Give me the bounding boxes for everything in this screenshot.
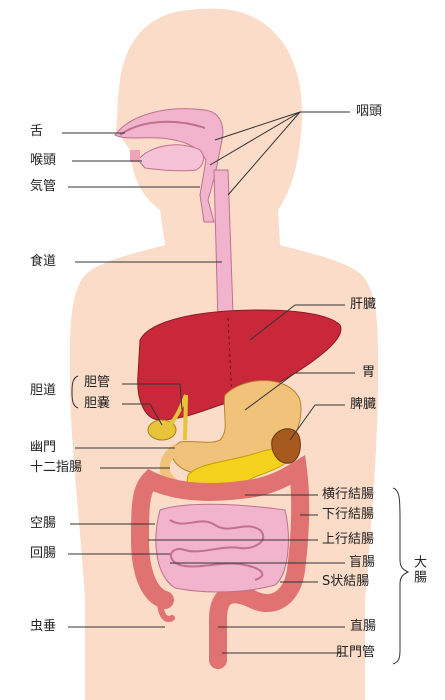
label-ascending-colon: 上行結腸 bbox=[322, 532, 375, 547]
label-pylorus: 幽門 bbox=[30, 440, 57, 455]
large-intestine-bracket bbox=[392, 487, 410, 665]
small-intestine-folds bbox=[169, 519, 265, 581]
label-liver: 肝臓 bbox=[350, 297, 377, 312]
label-biliary-tract: 胆道 bbox=[30, 383, 57, 398]
liver-midline bbox=[227, 317, 233, 401]
label-appendix: 虫垂 bbox=[30, 619, 57, 634]
label-stomach: 胃 bbox=[362, 365, 376, 380]
label-anal-canal: 肛門管 bbox=[336, 645, 376, 660]
large-intestine-tube bbox=[130, 454, 310, 669]
bile-duct-tube bbox=[168, 394, 188, 441]
palate-arch bbox=[119, 120, 206, 136]
label-ileum: 回腸 bbox=[30, 546, 57, 561]
label-larynx: 喉頭 bbox=[30, 153, 57, 168]
lips bbox=[130, 150, 140, 162]
label-tongue: 舌 bbox=[30, 124, 44, 139]
label-jejunum: 空腸 bbox=[30, 516, 57, 531]
label-spleen: 脾臓 bbox=[350, 397, 377, 412]
biliary-bracket bbox=[71, 375, 79, 409]
appendix-tube bbox=[157, 597, 175, 622]
gallbladder-organ bbox=[147, 419, 177, 441]
label-pharynx: 咽頭 bbox=[356, 104, 383, 119]
label-transverse-colon: 横行結腸 bbox=[322, 487, 375, 502]
label-trachea: 気管 bbox=[30, 179, 57, 194]
tongue-shape bbox=[137, 144, 204, 172]
label-gallbladder: 胆嚢 bbox=[84, 396, 111, 411]
leader-lines bbox=[62, 111, 355, 654]
label-bile-duct: 胆管 bbox=[84, 375, 111, 390]
label-esophagus: 食道 bbox=[30, 254, 57, 269]
label-descending-colon: 下行結腸 bbox=[322, 507, 375, 522]
spleen-organ bbox=[271, 428, 301, 464]
label-large-intestine: 大腸 bbox=[411, 555, 426, 585]
label-rectum: 直腸 bbox=[350, 619, 377, 634]
label-duodenum: 十二指腸 bbox=[30, 460, 83, 475]
oral-cavity bbox=[114, 108, 224, 223]
label-cecum: 盲腸 bbox=[349, 555, 376, 570]
label-sigmoid-colon: S状結腸 bbox=[322, 574, 370, 589]
